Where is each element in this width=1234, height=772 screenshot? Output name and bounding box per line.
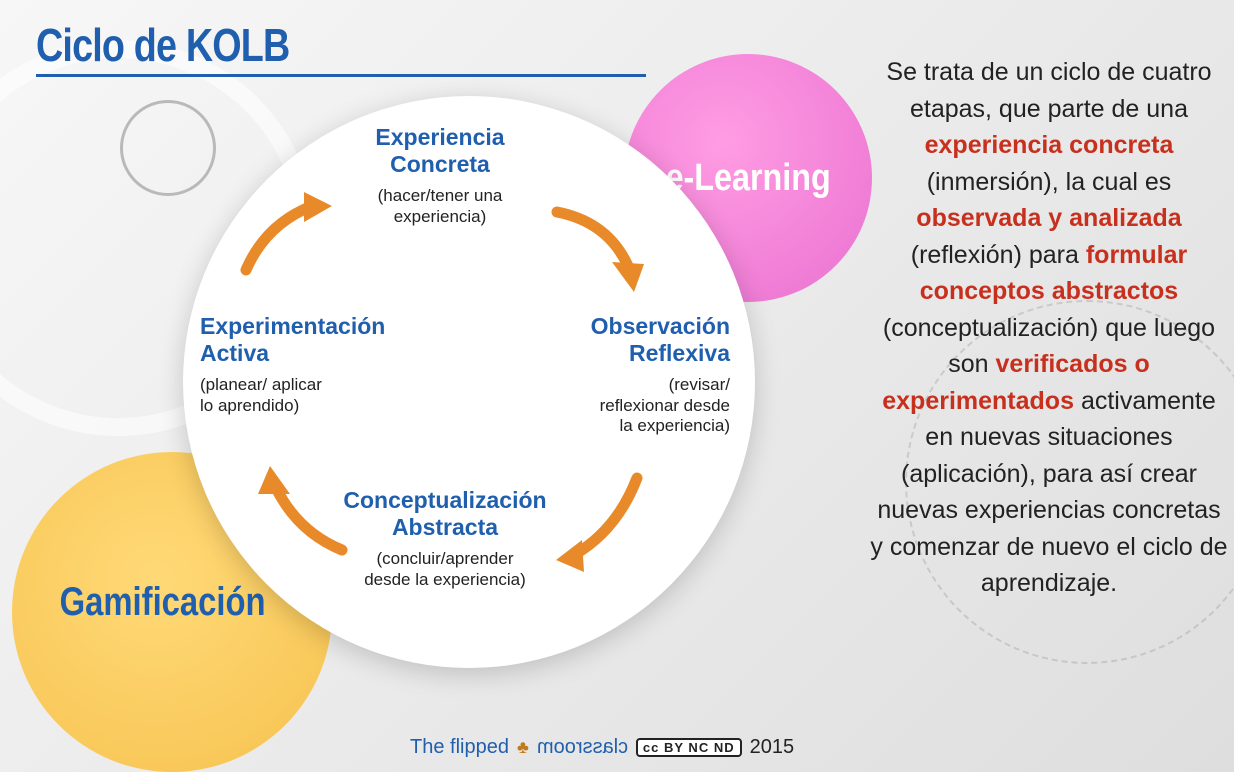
stage-heading: Concreta: [390, 151, 490, 178]
page-title: Ciclo de KOLB: [36, 19, 290, 71]
desc-highlight: verificados o experimentados: [882, 350, 1150, 415]
stage-concrete-experience: Experiencia Concreta (hacer/tener una ex…: [330, 124, 550, 227]
stage-description: (hacer/tener una experiencia): [330, 186, 550, 227]
stage-heading: Reflexiva: [628, 340, 730, 367]
curved-arrow-icon: [240, 200, 318, 276]
title-underline: [36, 74, 646, 77]
elearning-label: e-Learning: [665, 156, 831, 199]
stage-desc-line: (hacer/tener una: [377, 186, 503, 206]
desc-highlight: experiencia concreta: [924, 131, 1174, 159]
curved-arrow-icon: [556, 540, 584, 572]
gamification-label: Gamificación: [59, 579, 266, 624]
desc-highlight: observada y analizada: [916, 204, 1182, 232]
desc-text: activamente en nuevas situaciones (aplic…: [870, 386, 1228, 598]
stage-heading: Observación: [590, 313, 730, 339]
curved-arrow-icon: [270, 482, 348, 556]
stage-description: (planear/ aplicar lo aprendido): [200, 375, 400, 416]
curved-arrow-icon: [258, 466, 290, 494]
desc-text: (inmersión), la cual es: [926, 167, 1172, 196]
curved-arrow-icon: [568, 472, 643, 561]
stage-heading: Experimentación: [200, 313, 386, 339]
desc-text: (reflexión) para: [910, 240, 1079, 269]
stage-description: (concluir/aprender desde la experiencia): [330, 549, 560, 590]
description-text: Se trata de un ciclo de cuatro etapas, q…: [868, 54, 1230, 602]
stage-desc-line: lo aprendido): [200, 395, 300, 415]
kolb-cycle-circle: [183, 96, 755, 668]
stage-desc-line: reflexionar desde: [599, 395, 730, 415]
stage-desc-line: desde la experiencia): [364, 569, 526, 589]
curved-arrow-icon: [612, 262, 644, 292]
stage-heading: Activa: [200, 340, 270, 367]
decor-ring: [905, 300, 1234, 664]
brand-text-mirrored: classroom: [536, 735, 628, 758]
stage-description: (revisar/ reflexionar desde la experienc…: [560, 375, 730, 436]
stage-desc-line: la experiencia): [619, 416, 730, 436]
stage-abstract-conceptualization: Conceptualización Abstracta (concluir/ap…: [330, 487, 560, 590]
stage-reflective-observation: Observación Reflexiva (revisar/ reflexio…: [560, 313, 730, 436]
creative-commons-icon: cc BY NC ND: [635, 737, 742, 757]
desc-highlight: formular conceptos abstractos: [919, 240, 1188, 306]
brand-text: The flipped: [410, 735, 509, 758]
tree-icon: ♣: [516, 736, 529, 757]
footer-year: 2015: [749, 735, 795, 758]
stage-heading: Abstracta: [391, 514, 499, 541]
stage-desc-line: experiencia): [393, 206, 487, 226]
stage-heading: Conceptualización: [343, 487, 547, 513]
curved-arrow-icon: [551, 206, 634, 272]
desc-text: Se trata de un ciclo de cuatro etapas, q…: [886, 58, 1212, 123]
stage-desc-line: (revisar/: [668, 375, 730, 395]
stage-heading: Experiencia: [375, 124, 505, 150]
stage-desc-line: (concluir/aprender: [376, 549, 514, 569]
footer-credit: The flipped ♣ classroom cc BY NC ND 2015: [410, 732, 794, 762]
stage-active-experimentation: Experimentación Activa (planear/ aplicar…: [200, 313, 400, 416]
desc-text: (conceptualización) que luego son: [882, 313, 1216, 379]
curved-arrow-icon: [304, 192, 332, 222]
stage-desc-line: (planear/ aplicar: [200, 375, 322, 395]
